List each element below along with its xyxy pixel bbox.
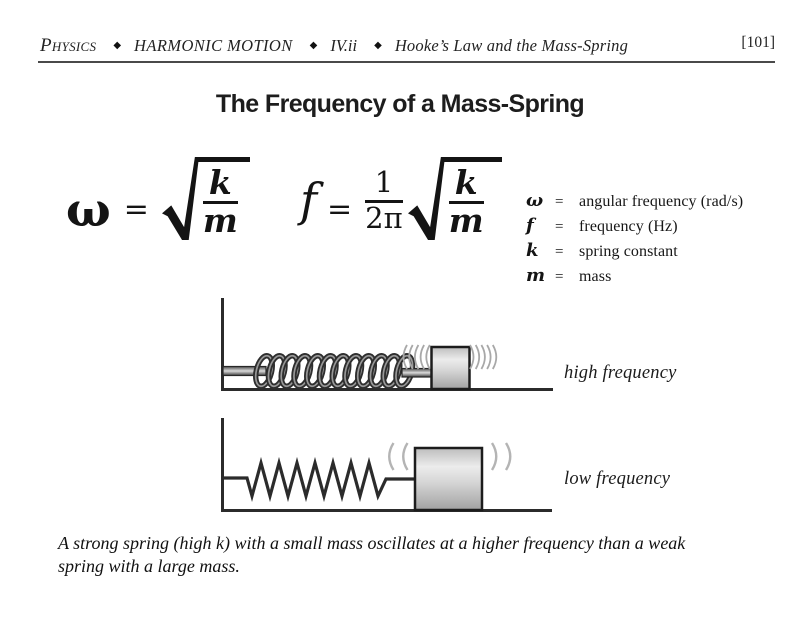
fraction-bar: [365, 200, 403, 203]
figure-caption: A strong spring (high k) with a small ma…: [58, 532, 748, 577]
mass-box-small: [430, 345, 471, 391]
diamond-separator-icon: ◆: [374, 40, 382, 51]
vibration-waves-right: [490, 442, 512, 471]
fraction-bar: [448, 200, 484, 204]
coefficient-numerator: 1: [374, 165, 394, 200]
equals-sign: =: [123, 191, 149, 227]
legend-definition: angular frequency (rad/s): [579, 193, 744, 210]
label-high-frequency: high frequency: [564, 363, 677, 383]
formula-angular-frequency: ω = k m: [66, 155, 250, 241]
legend-definition: frequency (Hz): [579, 218, 678, 235]
radical: k m: [407, 156, 502, 240]
spring-rod: [222, 365, 267, 377]
header-chapter-title: Hooke’s Law and the Mass-Spring: [394, 36, 629, 55]
fraction-bar: [202, 200, 238, 204]
mass-box-large: [413, 446, 484, 512]
legend-symbol: k: [526, 240, 539, 261]
label-low-frequency: low frequency: [564, 469, 671, 489]
diagram-high-frequency: [221, 298, 553, 391]
legend-symbol: m: [526, 265, 546, 286]
radicand-numerator: k: [454, 162, 478, 202]
header-section: HARMONIC MOTION: [134, 36, 293, 55]
header-subject: Physics: [40, 35, 97, 56]
caption-line: A strong spring (high k) with a small ma…: [58, 533, 686, 553]
legend-row: k = spring constant: [526, 240, 743, 265]
vibration-waves-left: [402, 344, 431, 370]
equals-sign: =: [555, 244, 564, 260]
radicand-numerator: k: [208, 162, 232, 202]
f-symbol: f: [300, 173, 318, 227]
legend-symbol: f: [526, 215, 534, 236]
page-number: [101]: [741, 34, 775, 51]
omega-symbol: ω: [66, 182, 111, 238]
legend-definition: mass: [579, 268, 612, 285]
diagram-low-frequency: [221, 418, 552, 512]
coefficient-denominator: 2π: [365, 201, 403, 235]
page-title: The Frequency of a Mass-Spring: [215, 90, 585, 118]
diamond-separator-icon: ◆: [309, 40, 318, 51]
legend-row: ω = angular frequency (rad/s): [526, 190, 743, 215]
vibration-waves-right: [469, 344, 498, 370]
radicand-denominator: m: [448, 200, 484, 240]
equals-sign: =: [555, 219, 564, 235]
stiff-coil-spring: [253, 353, 416, 389]
equals-sign: =: [555, 269, 564, 285]
header-subsection: IV.ii: [330, 36, 358, 55]
equals-sign: =: [327, 191, 353, 227]
radical-check-icon: [161, 156, 199, 240]
radicand-denominator: m: [202, 200, 238, 240]
legend-definition: spring constant: [579, 243, 678, 260]
formula-frequency: f = 1 2π k m: [300, 155, 502, 241]
caption-line: spring with a large mass.: [58, 555, 240, 576]
weak-zigzag-spring: [222, 456, 415, 503]
legend-row: m = mass: [526, 265, 743, 290]
coefficient-fraction: 1 2π: [365, 165, 403, 235]
page-header: Physics ◆ HARMONIC MOTION ◆ IV.ii ◆ Hook…: [40, 35, 628, 57]
radical-check-icon: [407, 156, 445, 240]
vibration-waves-left: [388, 442, 409, 471]
header-rule: [38, 61, 775, 63]
symbol-legend: ω = angular frequency (rad/s) f = freque…: [526, 190, 743, 290]
legend-row: f = frequency (Hz): [526, 215, 743, 240]
spring-rod: [401, 367, 434, 378]
legend-symbol: ω: [526, 190, 544, 211]
radical: k m: [161, 156, 250, 240]
equals-sign: =: [555, 194, 564, 210]
diamond-separator-icon: ◆: [113, 40, 122, 51]
